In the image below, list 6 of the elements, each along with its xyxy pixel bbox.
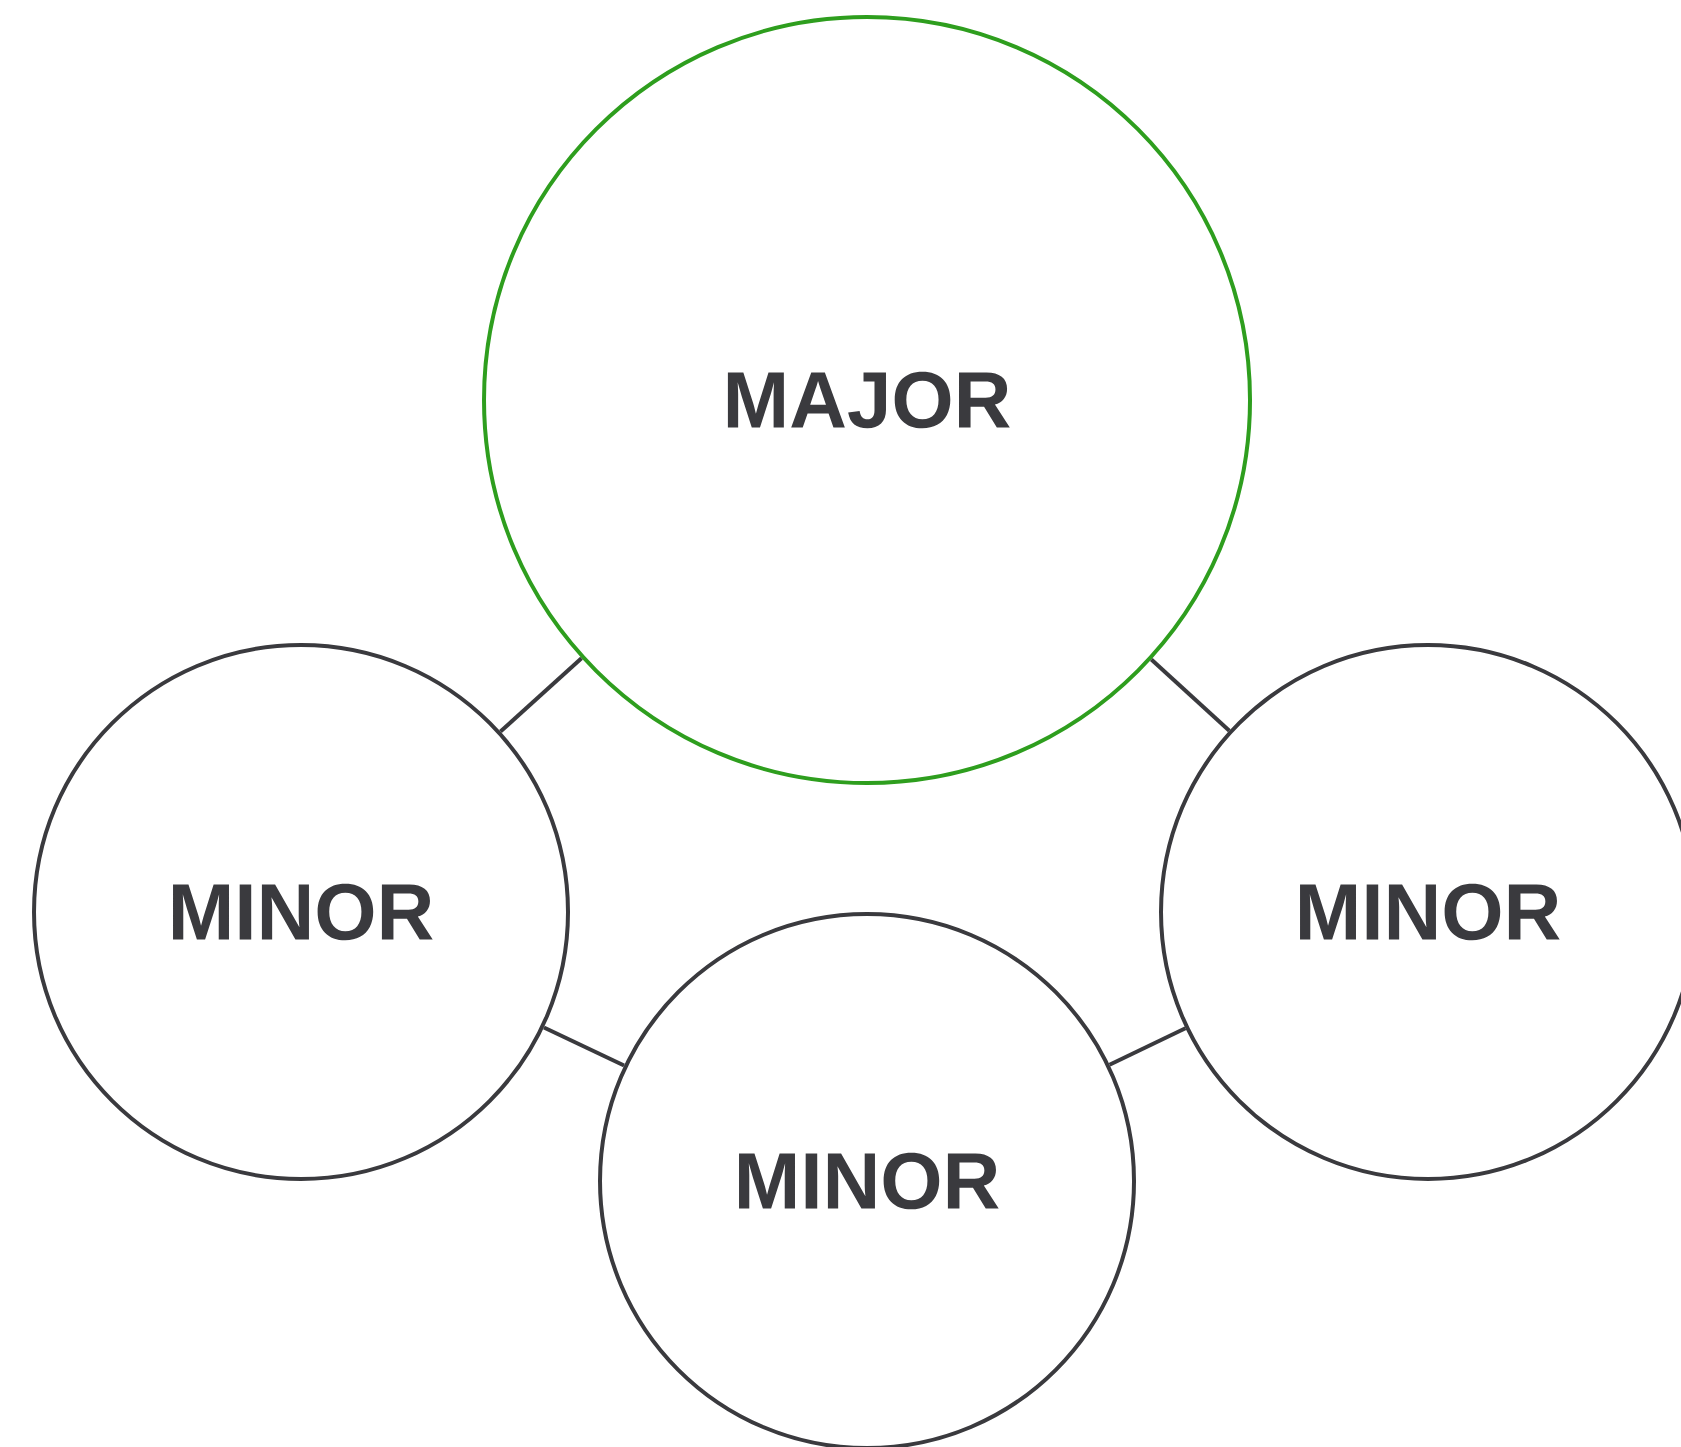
connector-line bbox=[543, 1025, 625, 1068]
connector-line bbox=[1108, 1026, 1187, 1067]
connector-line bbox=[1150, 658, 1231, 733]
connector-line bbox=[499, 656, 583, 734]
circle-node: MINOR bbox=[32, 643, 570, 1181]
circle-node: MAJOR bbox=[482, 15, 1252, 785]
